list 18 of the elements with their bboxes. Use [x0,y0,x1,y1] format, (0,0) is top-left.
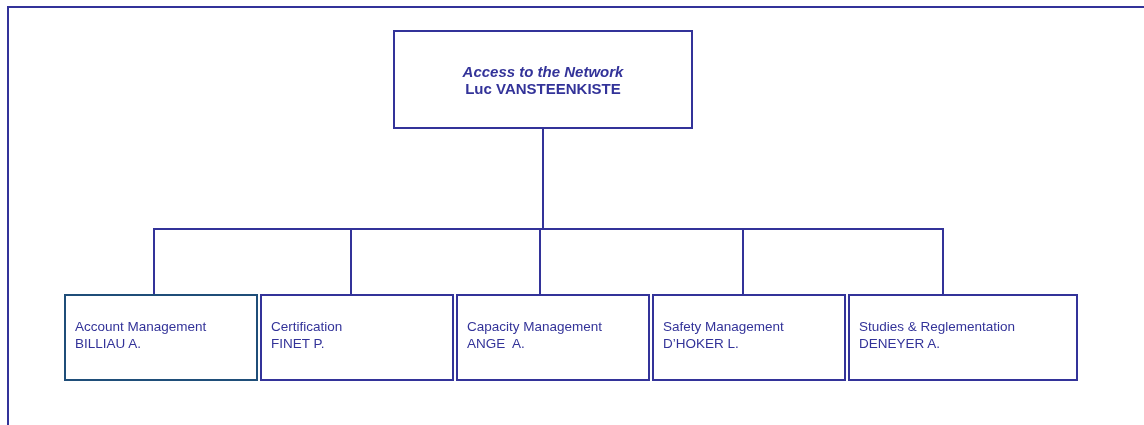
unit-name: Account Management [75,318,207,335]
unit-name: Capacity Management [467,318,603,335]
person-name: D’HOKER L. [663,335,739,352]
unit-box [64,294,258,381]
person-name: DENEYER A. [859,335,941,352]
person-name: BILLIAU A. [75,335,142,352]
department-box [393,30,693,129]
unit-box [848,294,1078,381]
unit-box [260,294,454,381]
unit-box [652,294,846,381]
unit-box [456,294,650,381]
unit-name: Studies & Reglementation [859,318,1016,335]
unit-name: Certification [271,318,343,335]
unit-name: Safety Management [663,318,784,335]
department-title: Access to the Network [462,62,624,80]
person-name: Luc VANSTEENKISTE [465,79,621,97]
person-name: FINET P. [271,335,325,352]
person-name: ANGE A. [467,335,525,352]
